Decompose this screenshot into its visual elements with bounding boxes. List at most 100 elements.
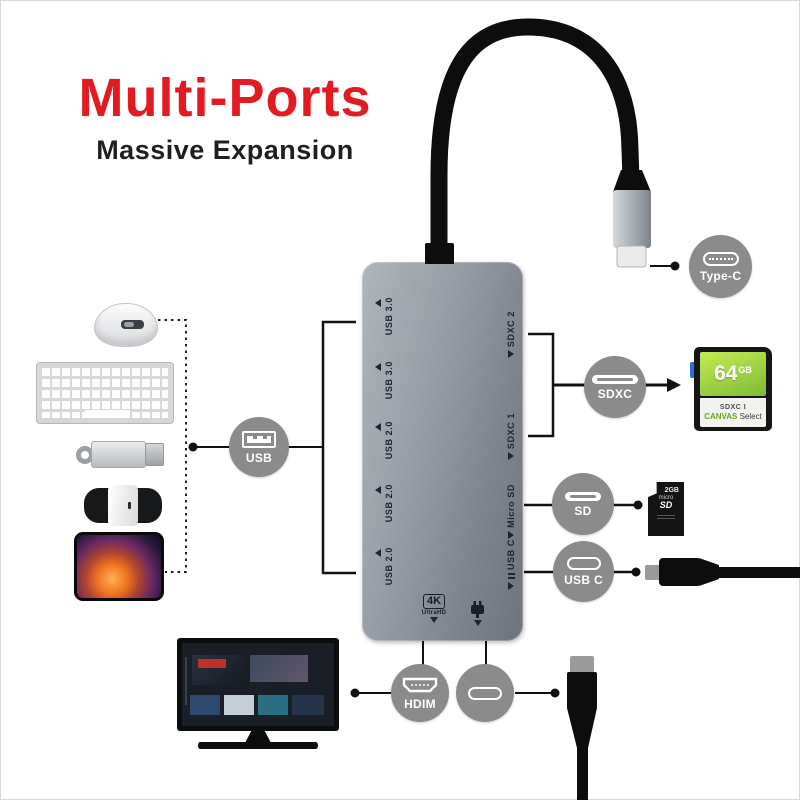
port-label: Micro SD <box>506 484 516 528</box>
hdmi-badge: HDIM <box>391 664 449 722</box>
sd-card-capacity: 64 GB <box>700 352 766 396</box>
port-usb30-1: USB 3.0 <box>375 297 394 335</box>
arrow-left-icon <box>375 299 381 307</box>
usb-c-connector-icon <box>702 251 739 266</box>
flash-drive-connector <box>145 443 164 466</box>
port-marks <box>507 573 515 580</box>
micro-sd-brand-micro: micro <box>658 495 674 501</box>
tv-thumbnail <box>190 695 220 715</box>
sd-brand-name: CANVAS <box>704 412 738 421</box>
micro-sd-brand-sd: SD <box>659 500 673 510</box>
tv-thumbnail <box>258 695 288 715</box>
port-label: SDXC 1 <box>506 413 516 450</box>
usb-c-port-icon <box>566 557 601 570</box>
hub-cable-stub <box>425 243 454 264</box>
ultrahd-label: UltraHD <box>421 610 447 617</box>
devices-dotted-line <box>158 319 187 573</box>
sd-standard-label: SDXC I <box>719 404 747 411</box>
tv-thumbnail <box>224 695 254 715</box>
port-usb-c: USB C <box>506 539 516 591</box>
port-label: SDXC 2 <box>506 311 516 348</box>
arrow-left-icon <box>375 486 381 494</box>
power-plug-icon <box>471 601 484 618</box>
port-usb20-3: USB 2.0 <box>375 547 394 585</box>
usb-hub-device: USB 3.0 USB 3.0 USB 2.0 USB 2.0 USB 2.0 … <box>362 243 523 641</box>
usb-flash-drive <box>76 441 164 468</box>
sd-brand-series: Select <box>739 412 762 421</box>
port-usb20-2: USB 2.0 <box>375 484 394 522</box>
port-label: USB 2.0 <box>384 547 394 586</box>
port-label: USB 2.0 <box>384 484 394 523</box>
badge-label: Type-C <box>699 268 742 283</box>
mouse <box>94 303 158 347</box>
arrow-left-icon <box>375 363 381 371</box>
port-label: USB C <box>506 539 516 571</box>
tv-banner <box>198 659 226 668</box>
arrow-left-icon <box>375 549 381 557</box>
port-sdxc1: SDXC 1 <box>506 413 516 461</box>
port-sdxc2: SDXC 2 <box>506 311 516 359</box>
tv-thumbnail <box>250 655 308 682</box>
sd-card-label-area: SDXC I CANVAS Select <box>700 398 766 427</box>
tv-stand-base <box>198 742 318 749</box>
usb-a-port-icon <box>242 430 276 448</box>
sd-badge: SD <box>552 473 614 535</box>
sd-brand-label: CANVAS Select <box>704 412 762 421</box>
tv-callout-line <box>350 641 487 698</box>
smartphone <box>74 532 164 601</box>
port-usb20-1: USB 2.0 <box>375 421 394 459</box>
micro-sd-fineprint <box>657 515 675 516</box>
title-block: Multi-Ports Massive Expansion <box>58 70 392 166</box>
sd-capacity-unit: GB <box>738 365 752 375</box>
sd-card-lock-tab <box>690 362 696 378</box>
keyboard-keys <box>42 368 168 418</box>
page-title: Multi-Ports <box>78 68 372 128</box>
badge-label: USB C <box>564 573 603 587</box>
arrow-right-icon <box>508 350 514 359</box>
type-c-badge: Type-C <box>689 235 752 298</box>
badge-label: SDXC <box>597 386 633 401</box>
arrow-down-icon <box>430 617 438 624</box>
port-label: USB 3.0 <box>384 297 394 336</box>
page-subtitle: Massive Expansion <box>96 134 354 165</box>
sdxc-badge: SDXC <box>584 356 646 418</box>
keyboard <box>36 362 174 424</box>
tv-screen <box>182 643 334 726</box>
mouse-scroll-slot <box>121 320 144 329</box>
sd-slot-icon <box>592 374 638 384</box>
tv-stand-neck <box>245 731 271 743</box>
type-c-callout-line <box>650 261 680 271</box>
tv-thumbnail <box>292 695 324 715</box>
smartphone-screen <box>77 535 161 598</box>
arrow-down-icon <box>473 620 482 626</box>
flash-drive-body <box>91 441 146 468</box>
4k-ultrahd-logo: 4K UltraHD <box>414 594 454 624</box>
power-port-marker <box>470 601 485 626</box>
arrow-right-icon <box>508 452 514 461</box>
badge-label: HDIM <box>404 696 436 711</box>
port-label: USB 2.0 <box>384 421 394 460</box>
badge-label: USB <box>245 450 273 465</box>
port-label: USB 3.0 <box>384 361 394 400</box>
tv-monitor <box>177 638 339 731</box>
micro-sd-capacity: 2GB <box>664 487 679 494</box>
port-usb30-2: USB 3.0 <box>375 361 394 399</box>
tv-menu-bar <box>185 657 187 705</box>
arrow-right-icon <box>508 582 514 591</box>
usb-badge: USB <box>229 417 289 477</box>
arrow-right-icon <box>508 530 514 539</box>
arrow-left-icon <box>375 423 381 431</box>
usb-c-port-icon <box>468 686 502 700</box>
4k-label: 4K <box>422 594 446 610</box>
sd-slot-icon <box>565 491 601 501</box>
usb-c-cable <box>645 558 800 586</box>
usb-c-badge-bottom <box>456 664 514 722</box>
sd-card: 64 GB SDXC I CANVAS Select <box>694 347 772 431</box>
bottom-cable-callout <box>515 656 597 800</box>
port-micro-sd: Micro SD <box>506 484 516 539</box>
usb-c-badge: USB C <box>553 541 614 602</box>
card-reader <box>84 485 162 526</box>
hdmi-port-icon <box>402 677 438 692</box>
